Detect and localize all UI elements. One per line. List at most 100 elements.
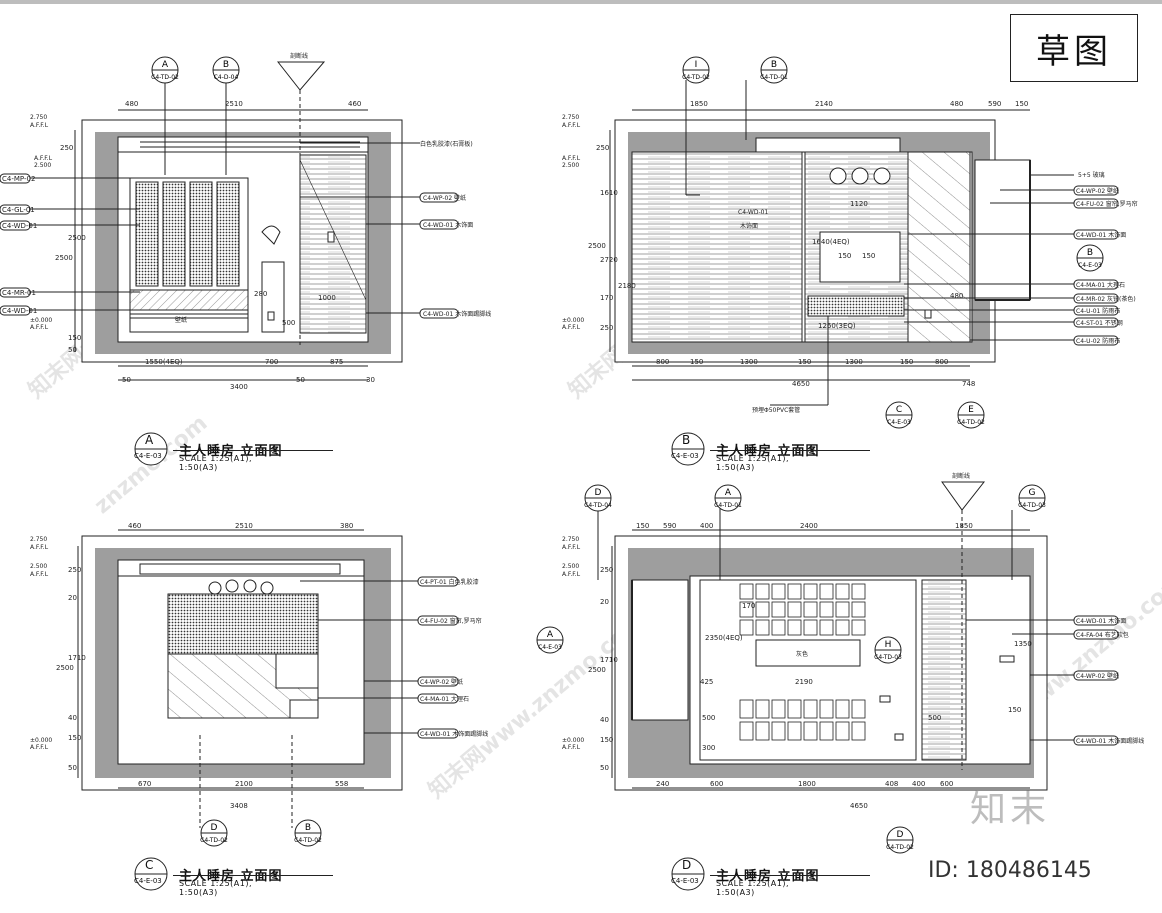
dim-label: 150 xyxy=(636,522,649,530)
dim-label: 2500 xyxy=(68,234,86,242)
level-label: 2.500 xyxy=(562,162,579,169)
inner-note: 壁纸 xyxy=(175,316,187,324)
dim-label: 558 xyxy=(335,780,348,788)
elevation-d: 150 590 400 2400 1850 240 600 1800 408 4… xyxy=(562,472,1144,810)
callout-marker: EC4-TD-02 xyxy=(957,401,985,429)
dim-label: 2510 xyxy=(235,522,253,530)
dim-label: 800 xyxy=(656,358,669,366)
callout-code: C4-TD-02 xyxy=(886,844,914,851)
level-label: ±0.000 xyxy=(562,737,584,744)
dim-label: 4650 xyxy=(850,802,868,810)
dim-label: 2400 xyxy=(800,522,818,530)
dim-label: 2500 xyxy=(588,666,606,674)
dim-label: 1000 xyxy=(318,294,336,302)
dim-label: 20 xyxy=(600,598,609,606)
title-badge: A C4-E-03 xyxy=(133,432,169,466)
callout-code: C4-TD-02 xyxy=(200,837,228,844)
dim-label: 2350(4EQ) xyxy=(705,634,743,642)
soft-pack-panel xyxy=(739,721,754,741)
svg-text:C4-WD-01 木饰面踢脚线: C4-WD-01 木饰面踢脚线 xyxy=(423,310,491,318)
svg-text:C4-WD-01 木饰面踢脚线: C4-WD-01 木饰面踢脚线 xyxy=(1076,737,1144,745)
dim-label: 425 xyxy=(700,678,713,686)
callout-marker: CC4-E-03 xyxy=(885,401,913,429)
soft-pack-panel xyxy=(739,699,754,719)
soft-pack-panel xyxy=(851,619,866,636)
soft-pack-panel xyxy=(755,721,770,741)
soft-pack-panel xyxy=(835,583,850,600)
section-note: 剖断线 xyxy=(952,472,970,480)
dim-label: 408 xyxy=(885,780,898,788)
soft-pack-panel xyxy=(771,721,786,741)
soft-pack-panel xyxy=(803,583,818,600)
soft-pack-panel xyxy=(787,583,802,600)
dim-label: 2180 xyxy=(618,282,636,290)
soft-pack-panel xyxy=(819,583,834,600)
callout-markers: AC4-TD-02BC4-D-04IC4-TD-02BC4-TD-01CC4-E… xyxy=(151,56,1104,854)
dim-label: 20 xyxy=(68,594,77,602)
dim-label: 1710 xyxy=(68,654,86,662)
soft-pack-panel xyxy=(803,601,818,618)
dim-label: 460 xyxy=(348,100,361,108)
svg-text:C4-WP-02 壁纸: C4-WP-02 壁纸 xyxy=(1076,187,1119,195)
dim-label: 170 xyxy=(600,294,613,302)
soft-pack-panel xyxy=(819,601,834,618)
callout-marker: AC4-TD-02 xyxy=(151,56,179,84)
soft-pack-panel xyxy=(787,721,802,741)
level-label: ±0.000 xyxy=(30,737,52,744)
dim-label: 480 xyxy=(950,100,963,108)
dim-label: 1850 xyxy=(690,100,708,108)
callout-letter: D xyxy=(595,488,602,498)
dim-label: 150 xyxy=(900,358,913,366)
soft-pack-panel xyxy=(755,583,770,600)
elevation-c: 460 2510 380 670 2100 558 3408 2.750 A.F… xyxy=(30,522,488,828)
dim-label: 1640(4EQ) xyxy=(812,238,850,246)
callout-marker: GC4-TD-03 xyxy=(1018,484,1046,512)
dim-label: 150 xyxy=(1015,100,1028,108)
drawing-title-a: A C4-E-03 主人睡房 立面图 SCALE 1:25(A1), 1:50(… xyxy=(133,432,333,472)
callout-marker: AC4-TD-01 xyxy=(714,484,742,512)
dim-label: 40 xyxy=(68,714,77,722)
drawing-title-b: B C4-E-03 主人睡房 立面图 SCALE 1:25(A1), 1:50(… xyxy=(670,432,870,472)
dim-label: 50 xyxy=(68,346,77,354)
callout-code: C4-E-03 xyxy=(887,419,911,426)
dim-label: 748 xyxy=(962,380,975,388)
dim-label: 280 xyxy=(254,290,267,298)
dim-label: 1260(3EQ) xyxy=(818,322,856,330)
brand-logo: 知末 xyxy=(970,789,1051,830)
dim-label: 1300 xyxy=(740,358,758,366)
svg-text:C4-WP-02 壁纸: C4-WP-02 壁纸 xyxy=(420,678,463,686)
callout-code: C4-TD-01 xyxy=(760,74,788,81)
level-label: A.F.F.L xyxy=(30,122,49,129)
soft-pack-panel xyxy=(803,619,818,636)
callout-marker: AC4-E-03 xyxy=(536,626,564,654)
dim-label: 3400 xyxy=(230,383,248,391)
soft-pack-panel xyxy=(835,619,850,636)
svg-text:C4-MR-01: C4-MR-01 xyxy=(2,289,36,297)
dim-label: 50 xyxy=(296,376,305,384)
dim-label: 2190 xyxy=(795,678,813,686)
callout-code: C4-TD-02 xyxy=(294,837,322,844)
soft-pack-panel xyxy=(771,619,786,636)
callout-code: C4-D-04 xyxy=(214,74,239,81)
svg-text:白色乳胶漆(石膏板): 白色乳胶漆(石膏板) xyxy=(420,140,473,148)
drawing-scale: SCALE 1:25(A1), 1:50(A3) xyxy=(179,454,253,472)
svg-text:C4-WD-01: C4-WD-01 xyxy=(2,222,37,230)
draft-stamp: 草图 xyxy=(1010,14,1138,82)
dim-label: 50 xyxy=(122,376,131,384)
level-label: A.F.F.L xyxy=(562,122,581,129)
right-tags-c: C4-PT-01 白色乳胶漆 C4-FU-02 窗帘,罗马帘 C4-WP-02 … xyxy=(300,576,488,739)
level-label: A.F.F.L xyxy=(30,744,49,751)
svg-text:C4-U-01 防雨布: C4-U-01 防雨布 xyxy=(1076,307,1120,315)
svg-text:C4-WP-02 壁纸: C4-WP-02 壁纸 xyxy=(1076,672,1119,680)
svg-text:C4-ST-01 不锈钢: C4-ST-01 不锈钢 xyxy=(1076,319,1123,327)
dim-label: 1550(4EQ) xyxy=(145,358,183,366)
dim-label: 150 xyxy=(600,736,613,744)
soft-pack-panel xyxy=(819,619,834,636)
level-label: ±0.000 xyxy=(30,317,52,324)
inner-note: 灰色 xyxy=(796,650,808,658)
dim-label: 2500 xyxy=(56,664,74,672)
dim-label: 460 xyxy=(128,522,141,530)
svg-text:C4-WP-02 壁纸: C4-WP-02 壁纸 xyxy=(423,194,466,202)
